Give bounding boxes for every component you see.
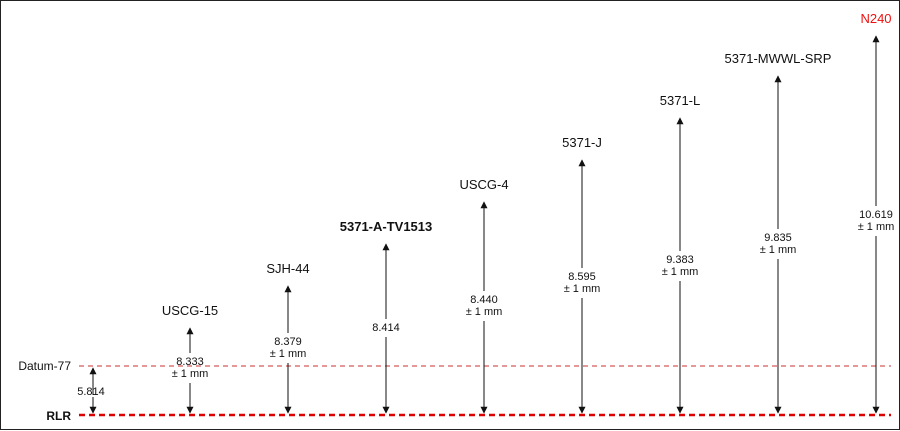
benchmark-uncertainty-label: ± 1 mm <box>662 266 699 278</box>
benchmark-uncertainty-label: ± 1 mm <box>760 244 797 256</box>
benchmark-name-label: 5371-MWWL-SRP <box>725 51 832 66</box>
benchmark-uncertainty-label: ± 1 mm <box>172 368 209 380</box>
benchmark-value-label: 9.835 <box>764 232 792 244</box>
benchmark-value-label: 8.595 <box>568 271 596 283</box>
benchmark-uncertainty-label: ± 1 mm <box>466 306 503 318</box>
benchmark-name-label: 5371-J <box>562 135 602 150</box>
datum-offset-value: 5.814 <box>77 386 105 398</box>
benchmark-name-label: N240 <box>860 11 891 26</box>
benchmark-uncertainty-label: ± 1 mm <box>564 283 601 295</box>
base-label: RLR <box>46 409 71 423</box>
benchmark-value-label: 8.440 <box>470 294 498 306</box>
benchmark-value-label: 8.333 <box>176 356 204 368</box>
benchmark-uncertainty-label: ± 1 mm <box>858 221 895 233</box>
benchmark-value-label: 9.383 <box>666 254 694 266</box>
benchmark-value-label: 8.414 <box>372 322 400 334</box>
benchmark-name-label: USCG-15 <box>162 303 218 318</box>
datum-label: Datum-77 <box>18 359 71 373</box>
benchmark-uncertainty-label: ± 1 mm <box>270 348 307 360</box>
benchmark-name-label: 5371-A-TV1513 <box>340 219 433 234</box>
benchmark-name-label: 5371-L <box>660 93 700 108</box>
benchmark-value-label: 8.379 <box>274 336 302 348</box>
benchmark-value-label: 10.619 <box>859 209 893 221</box>
benchmark-name-label: USCG-4 <box>459 177 508 192</box>
benchmark-name-label: SJH-44 <box>266 261 309 276</box>
